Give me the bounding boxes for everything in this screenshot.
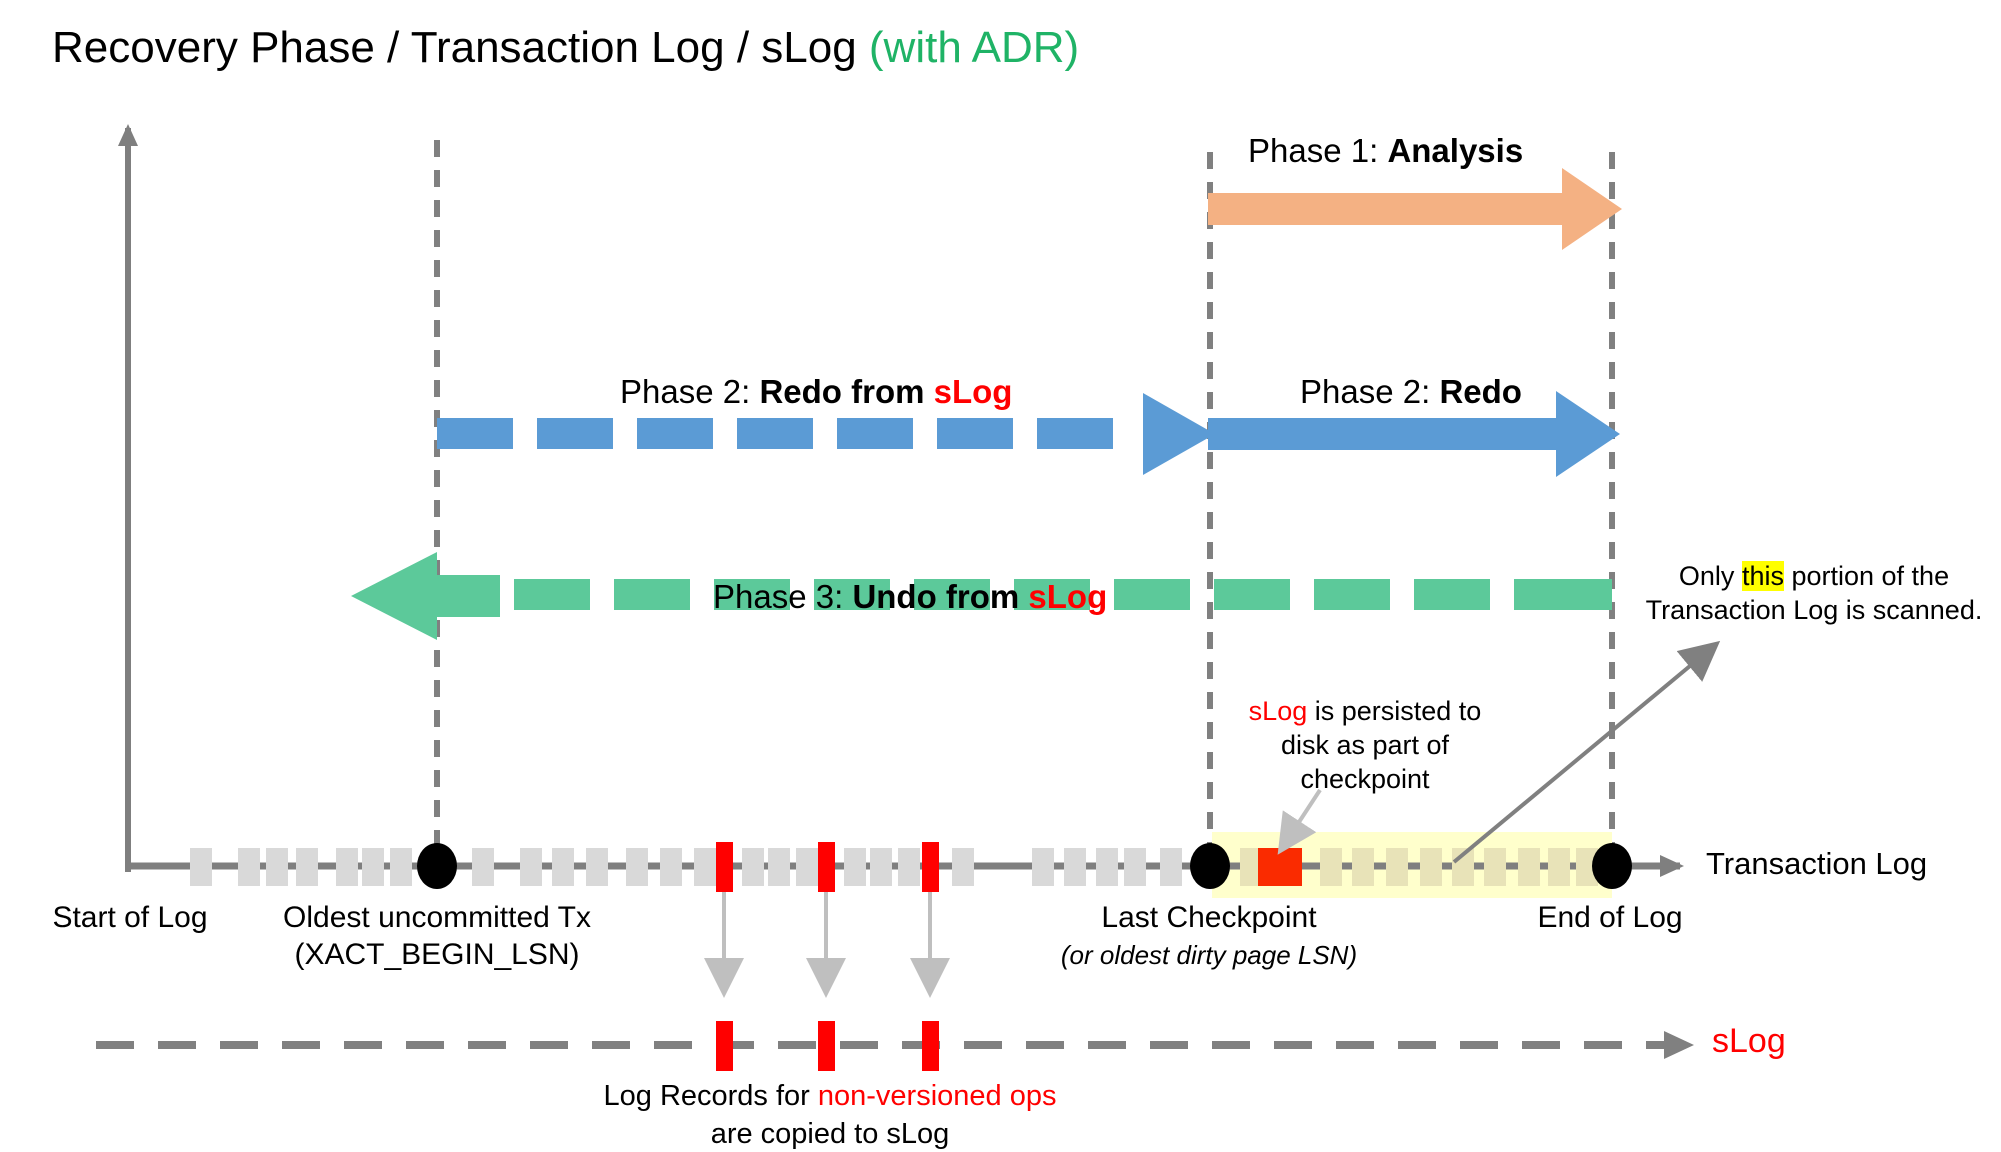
slog-axis: [96, 1031, 1694, 1059]
lsn-dot-oldest-tx: [417, 843, 457, 889]
phase-2-slog-name: Redo from: [759, 373, 934, 410]
transaction-log-axis-label: Transaction Log: [1706, 846, 1928, 881]
phase-2-redo-from-slog-arrow: [437, 393, 1215, 475]
phase-2-redo-name: Redo: [1439, 373, 1522, 410]
phase-1-prefix: Phase 1:: [1248, 132, 1388, 169]
lsn-dot-last-checkpoint: [1190, 843, 1230, 889]
title-main: Recovery Phase / Transaction Log / sLog: [52, 23, 869, 72]
copy-to-slog-connector: [704, 892, 950, 998]
scan-portion-post: portion of the: [1783, 561, 1950, 591]
title-accent: (with ADR): [868, 23, 1080, 72]
phase-3-label: Phase 3: Undo from sLog: [713, 578, 1107, 617]
slog-persist-note-red: sLog: [1248, 696, 1308, 726]
vertical-axis: [118, 124, 138, 872]
phase-2-slog-suffix: sLog: [933, 373, 1013, 410]
phase-3-suffix: sLog: [1028, 578, 1108, 615]
scan-portion-highlight: this: [1741, 561, 1784, 591]
phase-3-undo-from-slog-arrow: [351, 552, 1612, 640]
marker-label-end-of-log-line1: End of Log: [1537, 901, 1683, 934]
marker-label-oldest-tx-line1: Oldest uncommitted Tx: [283, 901, 591, 934]
slog-caption-red: non-versioned ops: [817, 1080, 1057, 1112]
slog-record-marker: [716, 1021, 939, 1071]
start-of-log-label: Start of Log: [52, 901, 208, 934]
phase-1-label: Phase 1: Analysis: [1248, 132, 1523, 171]
phase-2-slog-label: Phase 2: Redo from sLog: [620, 373, 1012, 412]
lsn-dot-end-of-log: [1592, 843, 1632, 889]
marker-label-end-of-log: End of Log: [1480, 900, 1740, 937]
phase-2-slog-prefix: Phase 2:: [620, 373, 760, 410]
phase-3-name: Undo from: [852, 578, 1029, 615]
slog-persist-leader-line: [1277, 788, 1322, 855]
slog-caption-pre: Log Records for: [603, 1080, 818, 1112]
slog-axis-label: sLog: [1712, 1022, 1786, 1060]
slog-persist-note-line3: checkpoint: [1300, 763, 1430, 794]
scanned-portion-leader-line: [1452, 640, 1721, 864]
slog-caption: Log Records for non-versioned ops are cop…: [520, 1078, 1140, 1152]
slog-persist-note-rest: is persisted to: [1307, 696, 1482, 726]
phase-2-redo-prefix: Phase 2:: [1300, 373, 1440, 410]
scan-portion-pre: Only: [1678, 561, 1742, 591]
slog-persisted-block: [1258, 848, 1302, 886]
log-record-ticks-scanned: [1240, 848, 1598, 886]
phase-2-redo-label: Phase 2: Redo: [1300, 373, 1522, 412]
phase-3-prefix: Phase 3:: [713, 578, 853, 615]
page-title: Recovery Phase / Transaction Log / sLog …: [52, 22, 1079, 74]
phase-1-name: Analysis: [1387, 132, 1524, 169]
marker-label-last-checkpoint-line2: (or oldest dirty page LSN): [1060, 939, 1358, 970]
marker-label-last-checkpoint-line1: Last Checkpoint: [1101, 901, 1317, 934]
scan-portion-line2: Transaction Log is scanned.: [1645, 594, 1983, 625]
non-versioned-op-marker: [716, 842, 939, 892]
log-record-ticks: [190, 848, 1182, 886]
phase-2-redo-arrow: [1208, 391, 1620, 477]
marker-label-oldest-tx: Oldest uncommitted Tx(XACT_BEGIN_LSN): [272, 900, 602, 973]
phase-1-analysis-arrow: [1208, 168, 1622, 250]
slog-caption-line2: are copied to sLog: [710, 1117, 950, 1150]
marker-label-oldest-tx-line2: (XACT_BEGIN_LSN): [294, 937, 580, 971]
marker-label-last-checkpoint: Last Checkpoint (or oldest dirty page LSN…: [1054, 900, 1364, 973]
slog-persist-note-line2: disk as part of: [1280, 729, 1450, 760]
